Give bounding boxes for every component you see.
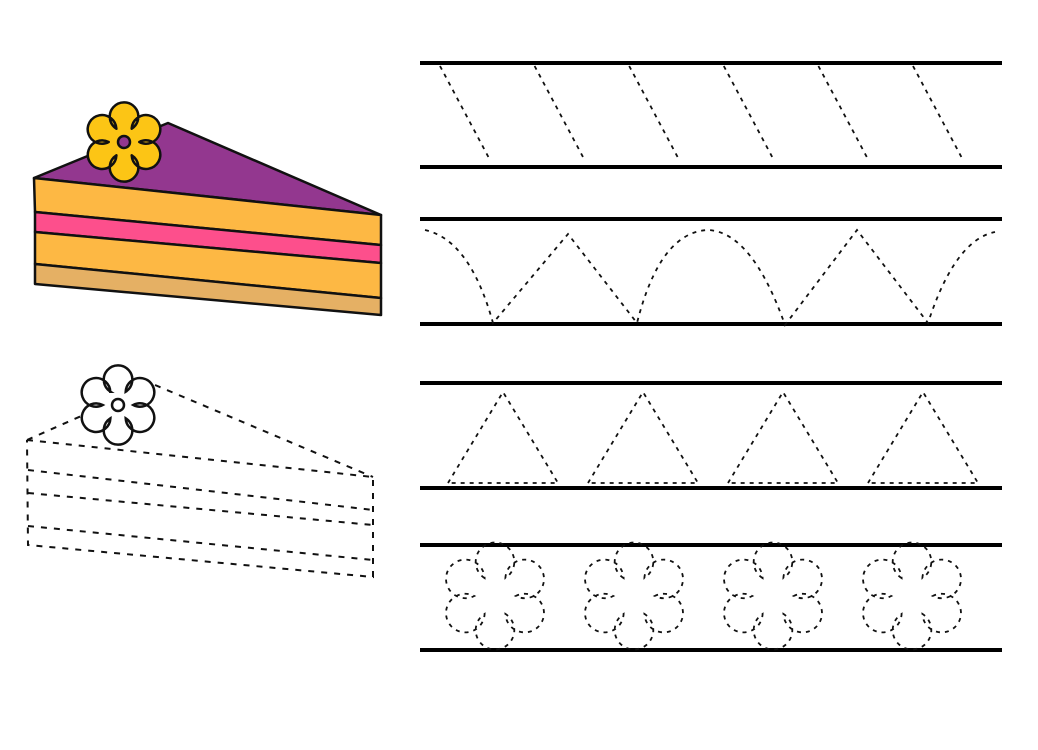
trace-triangle [866,390,980,484]
guide-lines [420,61,1002,652]
trace-flower [584,541,684,651]
trace-triangle [726,390,840,484]
trace-wave [424,228,996,327]
dashed-cake-slice [26,384,374,579]
trace-diagonal [439,65,491,161]
trace-diagonal [912,65,964,161]
trace-flower [723,541,823,651]
trace-diagonal [628,65,680,161]
tracing-patterns [424,65,996,651]
flower-center [116,134,132,150]
trace-diagonal [817,65,870,161]
trace-flower [862,541,962,651]
trace-triangle [446,390,560,484]
cake-base [33,262,383,317]
trace-diagonal [723,65,775,161]
trace-flower [445,541,545,651]
flower-outline-icon [80,364,156,446]
trace-triangle [586,390,700,484]
colored-cake-slice [32,101,383,317]
trace-diagonal [533,65,586,161]
